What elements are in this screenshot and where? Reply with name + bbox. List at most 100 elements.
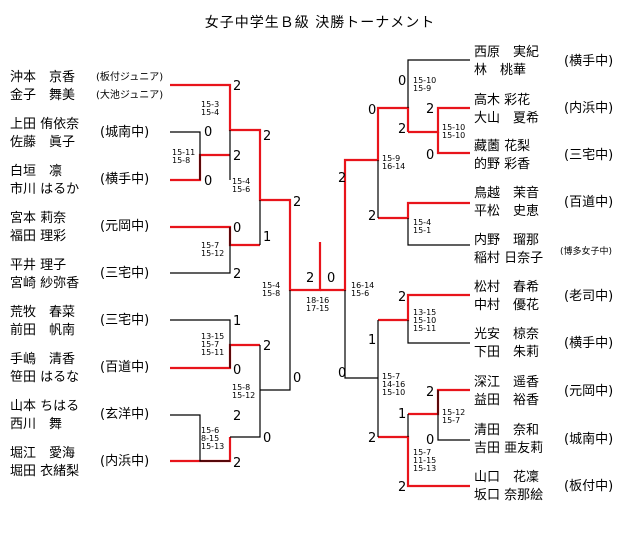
right-player-4b: 平松 史恵 <box>474 204 540 219</box>
right-player-1a: 西原 実紀 <box>474 45 540 60</box>
left-player-3a: 白垣 凛 <box>10 164 63 179</box>
left-player-4b: 福田 理彩 <box>10 229 67 244</box>
right-player-2b: 大山 夏希 <box>474 111 540 126</box>
left-player-6a: 荒牧 春菜 <box>10 305 76 320</box>
left-player-1a: 沖本 京香 <box>10 70 76 85</box>
result-right-15: 2 <box>398 480 407 495</box>
right-path-karasono <box>436 132 470 155</box>
left-player-4a: 宮本 莉奈 <box>10 211 67 226</box>
result-right-5: 0 <box>368 103 377 118</box>
result-final-left: 2 <box>306 271 315 286</box>
right-player-6a: 松村 春希 <box>474 280 540 295</box>
left-school-2: (城南中) <box>100 125 150 140</box>
right-path-yamaguchi <box>378 435 470 488</box>
score-left-r2a: 15-4 15-6 <box>232 177 251 194</box>
right-player-3b: 的野 彩香 <box>474 157 531 172</box>
result-right-2: 2 <box>426 102 435 117</box>
score-final: 18-16 17-15 <box>306 296 330 313</box>
result-right-14: 2 <box>368 431 377 446</box>
result-left-16: 0 <box>263 431 272 446</box>
left-player-7b: 笹田 はるな <box>10 370 80 385</box>
result-right-7: 2 <box>368 209 377 224</box>
right-player-6b: 中村 優花 <box>474 298 540 313</box>
right-school-5: (博多女子中) <box>560 247 613 257</box>
left-school-3: (横手中) <box>100 172 150 187</box>
result-right-3: 2 <box>398 122 407 137</box>
result-right-6: 2 <box>338 171 347 186</box>
right-school-7: (横手中) <box>564 336 614 351</box>
right-path-torigoe <box>378 201 470 220</box>
right-player-1b: 林 桃華 <box>474 63 527 78</box>
result-left-13: 0 <box>293 371 302 386</box>
score-right-r1e: 15-12 15-7 <box>442 408 466 425</box>
result-right-10: 1 <box>398 407 407 422</box>
result-left-6: 2 <box>293 195 302 210</box>
loser-paths <box>170 59 470 462</box>
result-final-right: 0 <box>327 271 336 286</box>
right-player-9b: 吉田 亜友莉 <box>474 441 544 456</box>
score-right-r1f: 15-7 11-15 15-13 <box>413 448 437 473</box>
score-left-r2b: 15-8 15-12 <box>232 383 256 400</box>
result-right-9: 1 <box>368 333 377 348</box>
result-left-2: 0 <box>204 125 213 140</box>
left-player-5b: 宮崎 紗弥香 <box>10 276 80 291</box>
result-left-9: 2 <box>233 267 242 282</box>
left-school-7: (百道中) <box>100 360 150 375</box>
result-left-1: 2 <box>233 79 242 94</box>
left-player-1b: 金子 舞美 <box>10 88 76 103</box>
score-right-r2b: 15-7 14-16 15-10 <box>382 372 406 397</box>
right-school-2: (内浜中) <box>564 101 614 116</box>
left-school-5: (三宅中) <box>100 266 150 281</box>
result-right-12: 2 <box>426 385 435 400</box>
score-left-r1d: 13-15 15-7 15-11 <box>201 332 225 357</box>
right-player-3a: 藏薗 花梨 <box>474 139 531 154</box>
right-player-4a: 鳥越 茉音 <box>474 186 540 201</box>
right-path-matsumura <box>378 293 470 322</box>
right-school-9: (城南中) <box>564 432 614 447</box>
right-player-8b: 益田 裕香 <box>474 393 540 408</box>
page-title: 女子中学生Ｂ級 決勝トーナメント <box>204 15 436 31</box>
right-school-8: (元岡中) <box>564 384 614 399</box>
left-school-9: (内浜中) <box>100 454 150 469</box>
score-right-semi: 16-14 15-6 <box>351 281 375 298</box>
right-player-5b: 稲村 日奈子 <box>474 251 544 266</box>
result-right-8: 2 <box>398 290 407 305</box>
result-left-14: 2 <box>233 409 242 424</box>
left-player-5a: 平井 理子 <box>10 258 67 273</box>
right-player-7b: 下田 朱莉 <box>474 345 540 360</box>
score-right-r1a: 15-10 15-9 <box>413 76 437 93</box>
score-right-r2a: 15-9 16-14 <box>382 154 406 171</box>
result-left-4: 2 <box>233 149 242 164</box>
left-player-2a: 上田 侑依奈 <box>10 117 80 132</box>
left-school-6: (三宅中) <box>100 313 150 328</box>
right-player-2a: 高木 彩花 <box>474 93 531 108</box>
score-right-r1d: 13-15 15-10 15-11 <box>413 308 437 333</box>
score-left-r1b: 15-11 15-8 <box>172 148 196 165</box>
result-left-8: 1 <box>263 230 272 245</box>
result-right-4: 0 <box>426 148 435 163</box>
right-player-7a: 光安 椋奈 <box>474 327 540 342</box>
right-school-1: (横手中) <box>564 54 614 69</box>
result-right-1: 0 <box>398 74 407 89</box>
left-school-1b: (大池ジュニア) <box>96 90 164 101</box>
left-player-8b: 西川 舞 <box>10 417 63 432</box>
result-right-11: 0 <box>338 366 347 381</box>
left-player-8a: 山本 ちはる <box>10 399 80 414</box>
left-school-4: (元岡中) <box>100 219 150 234</box>
result-left-12: 0 <box>233 363 242 378</box>
right-school-4: (百道中) <box>564 195 614 210</box>
right-path-takagi <box>408 106 470 134</box>
score-left-r1e: 15-6 8-15 15-13 <box>201 426 225 451</box>
result-left-3: 2 <box>263 129 272 144</box>
left-player-3b: 市川 はるか <box>10 182 80 197</box>
left-player-7a: 手嶋 清香 <box>10 352 76 367</box>
result-left-5: 0 <box>204 174 213 189</box>
right-player-8a: 深江 遥香 <box>474 375 540 390</box>
result-right-13: 0 <box>426 433 435 448</box>
score-left-r1a: 15-3 15-4 <box>201 100 220 117</box>
score-right-r1b: 15-10 15-10 <box>442 123 466 140</box>
result-left-15: 2 <box>233 456 242 471</box>
right-player-5a: 内野 瑠那 <box>474 233 540 248</box>
result-left-11: 2 <box>263 339 272 354</box>
